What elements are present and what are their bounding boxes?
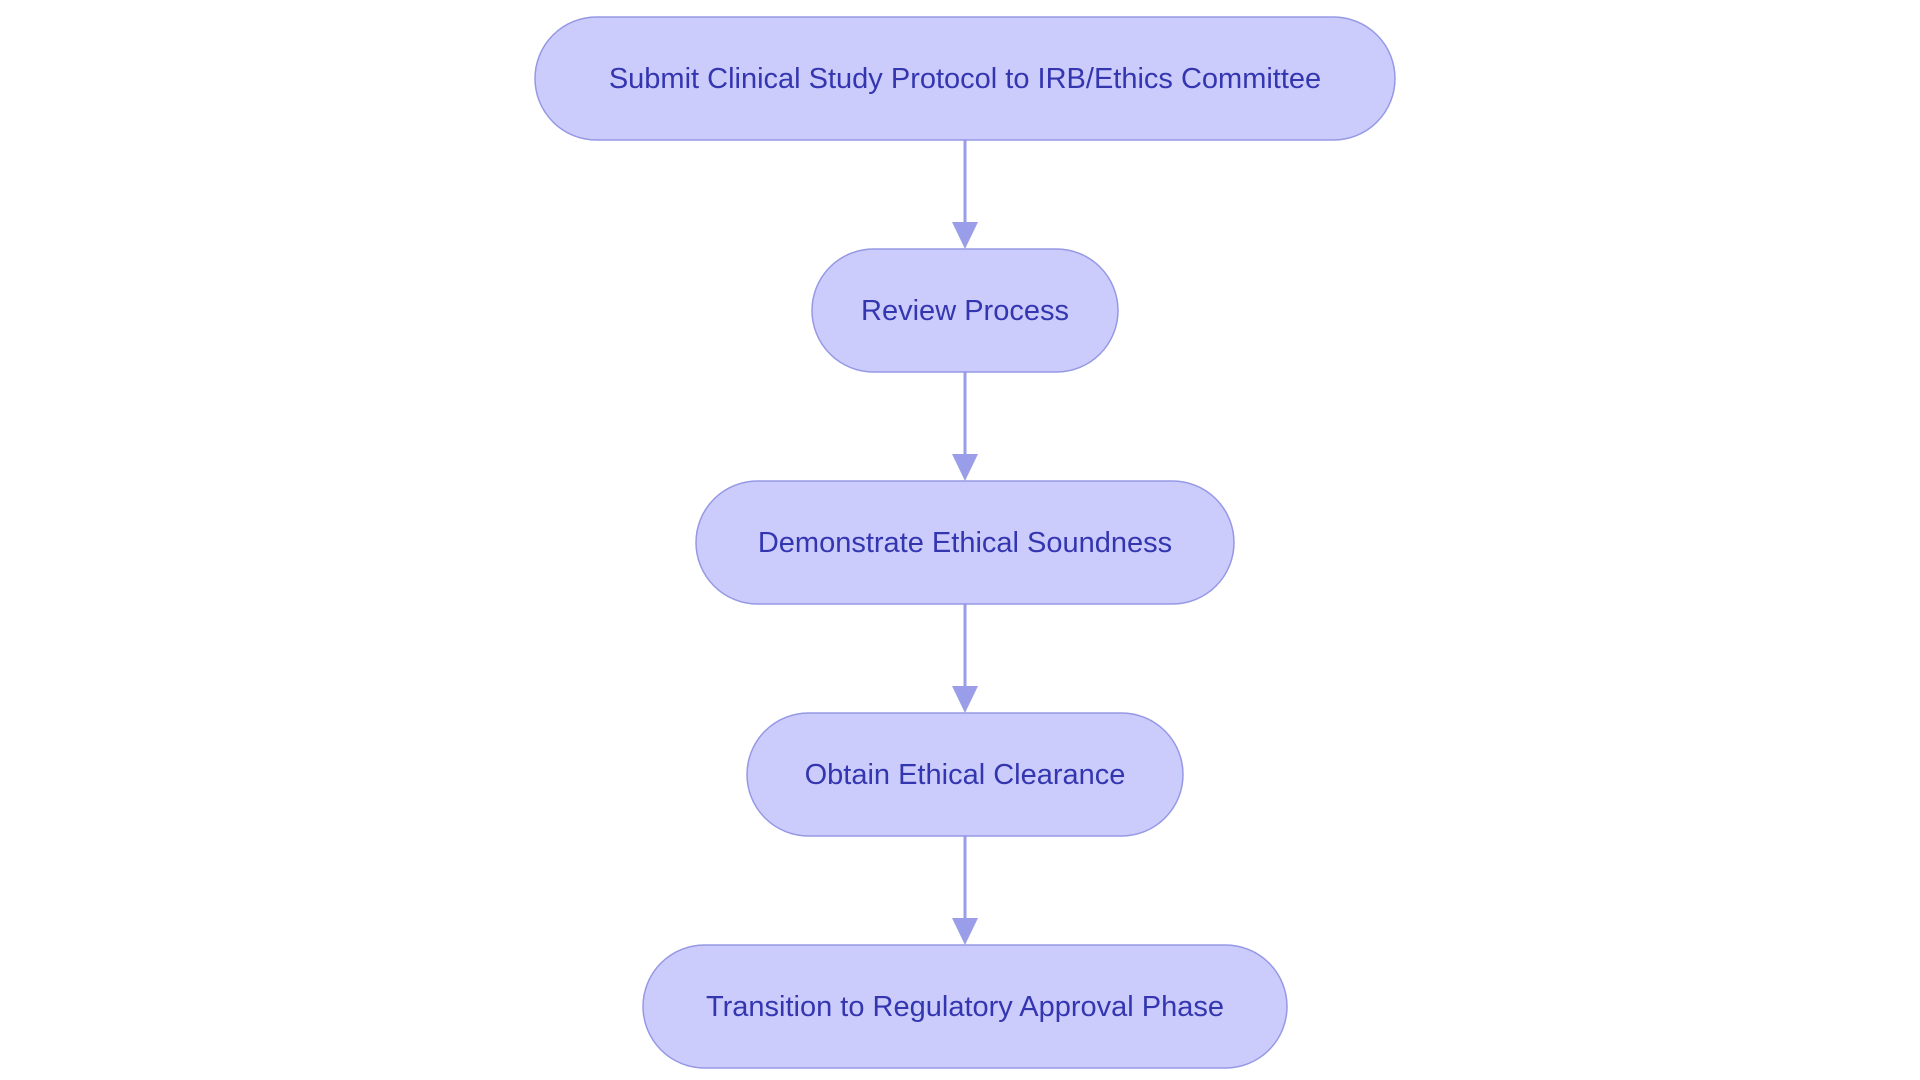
edge-obtain-to-transition xyxy=(952,836,978,945)
edge-demonstrate-to-obtain xyxy=(952,604,978,713)
node-obtain-clearance[interactable]: Obtain Ethical Clearance xyxy=(746,712,1184,837)
flowchart-nodes: Submit Clinical Study Protocol to IRB/Et… xyxy=(534,16,1396,1069)
node-label: Obtain Ethical Clearance xyxy=(805,759,1126,791)
edge-submit-to-review xyxy=(952,140,978,249)
arrowhead-icon xyxy=(952,454,978,481)
node-transition-regulatory[interactable]: Transition to Regulatory Approval Phase xyxy=(642,944,1288,1069)
node-label: Demonstrate Ethical Soundness xyxy=(758,527,1172,559)
node-demonstrate-soundness[interactable]: Demonstrate Ethical Soundness xyxy=(695,480,1235,605)
arrowhead-icon xyxy=(952,686,978,713)
arrowhead-icon xyxy=(952,918,978,945)
node-review-process[interactable]: Review Process xyxy=(811,248,1119,373)
flowchart-edges xyxy=(952,140,978,945)
edge-review-to-demonstrate xyxy=(952,372,978,481)
node-label: Review Process xyxy=(861,295,1069,327)
arrowhead-icon xyxy=(952,222,978,249)
node-submit-protocol[interactable]: Submit Clinical Study Protocol to IRB/Et… xyxy=(534,16,1396,141)
node-label: Transition to Regulatory Approval Phase xyxy=(706,991,1224,1023)
node-label: Submit Clinical Study Protocol to IRB/Et… xyxy=(609,63,1321,95)
